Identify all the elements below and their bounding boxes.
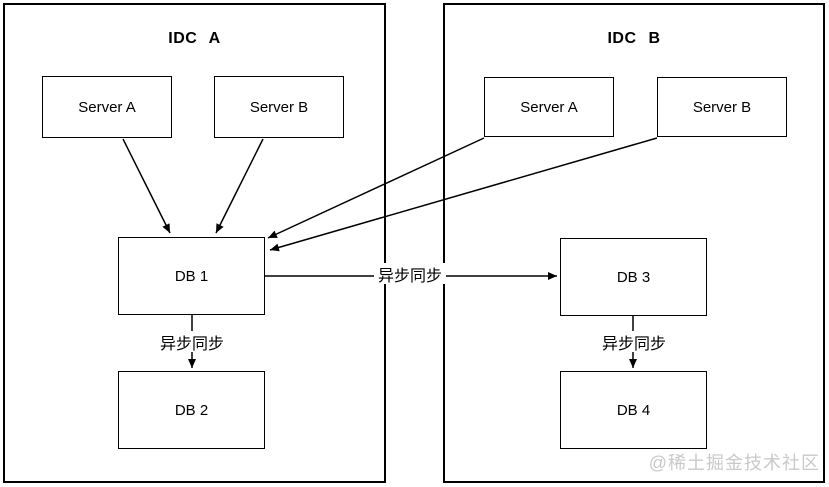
watermark: @稀土掘金技术社区 <box>648 453 820 473</box>
idc-a-title: IDC A <box>168 30 221 47</box>
node-db3: DB 3 <box>560 238 707 316</box>
node-db2: DB 2 <box>118 371 265 449</box>
idc-b-title: IDC B <box>607 30 661 47</box>
node-label: Server B <box>692 98 752 116</box>
sync-label-db1-db3: 异步同步 <box>374 263 446 285</box>
node-label: Server A <box>520 98 578 116</box>
node-idc-b-server-b: Server B <box>657 77 787 137</box>
sync-label-db1-db2: 异步同步 <box>159 331 225 353</box>
node-label: DB 4 <box>616 401 651 419</box>
node-db4: DB 4 <box>560 371 707 449</box>
node-label: DB 1 <box>174 267 209 285</box>
node-db1: DB 1 <box>118 237 265 315</box>
node-label: Server A <box>78 98 136 116</box>
node-label: Server B <box>249 98 309 116</box>
node-label: DB 2 <box>174 401 209 419</box>
node-idc-a-server-a: Server A <box>42 76 172 138</box>
node-idc-b-server-a: Server A <box>484 77 614 137</box>
node-idc-a-server-b: Server B <box>214 76 344 138</box>
node-label: DB 3 <box>616 268 651 286</box>
sync-label-db3-db4: 异步同步 <box>601 331 667 353</box>
